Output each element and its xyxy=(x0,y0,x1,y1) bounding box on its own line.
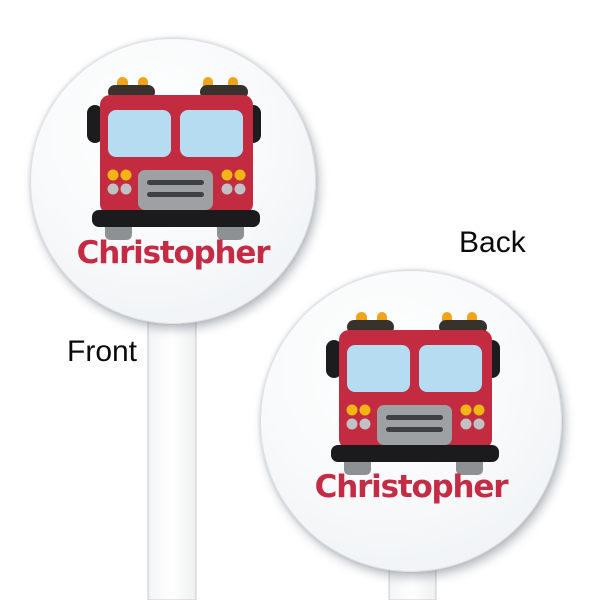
front-stirrer-disc: Christopher xyxy=(30,38,316,324)
personalization-name: Christopher xyxy=(314,469,509,505)
back-side-label: Back xyxy=(459,226,526,259)
fire-truck-illustration xyxy=(87,77,261,240)
front-side-label: Front xyxy=(67,335,138,368)
fire-truck-illustration xyxy=(326,312,500,475)
personalization-name: Christopher xyxy=(76,235,271,271)
front-stirrer-stick xyxy=(137,287,207,600)
back-stirrer-disc: Christopher xyxy=(260,270,562,572)
